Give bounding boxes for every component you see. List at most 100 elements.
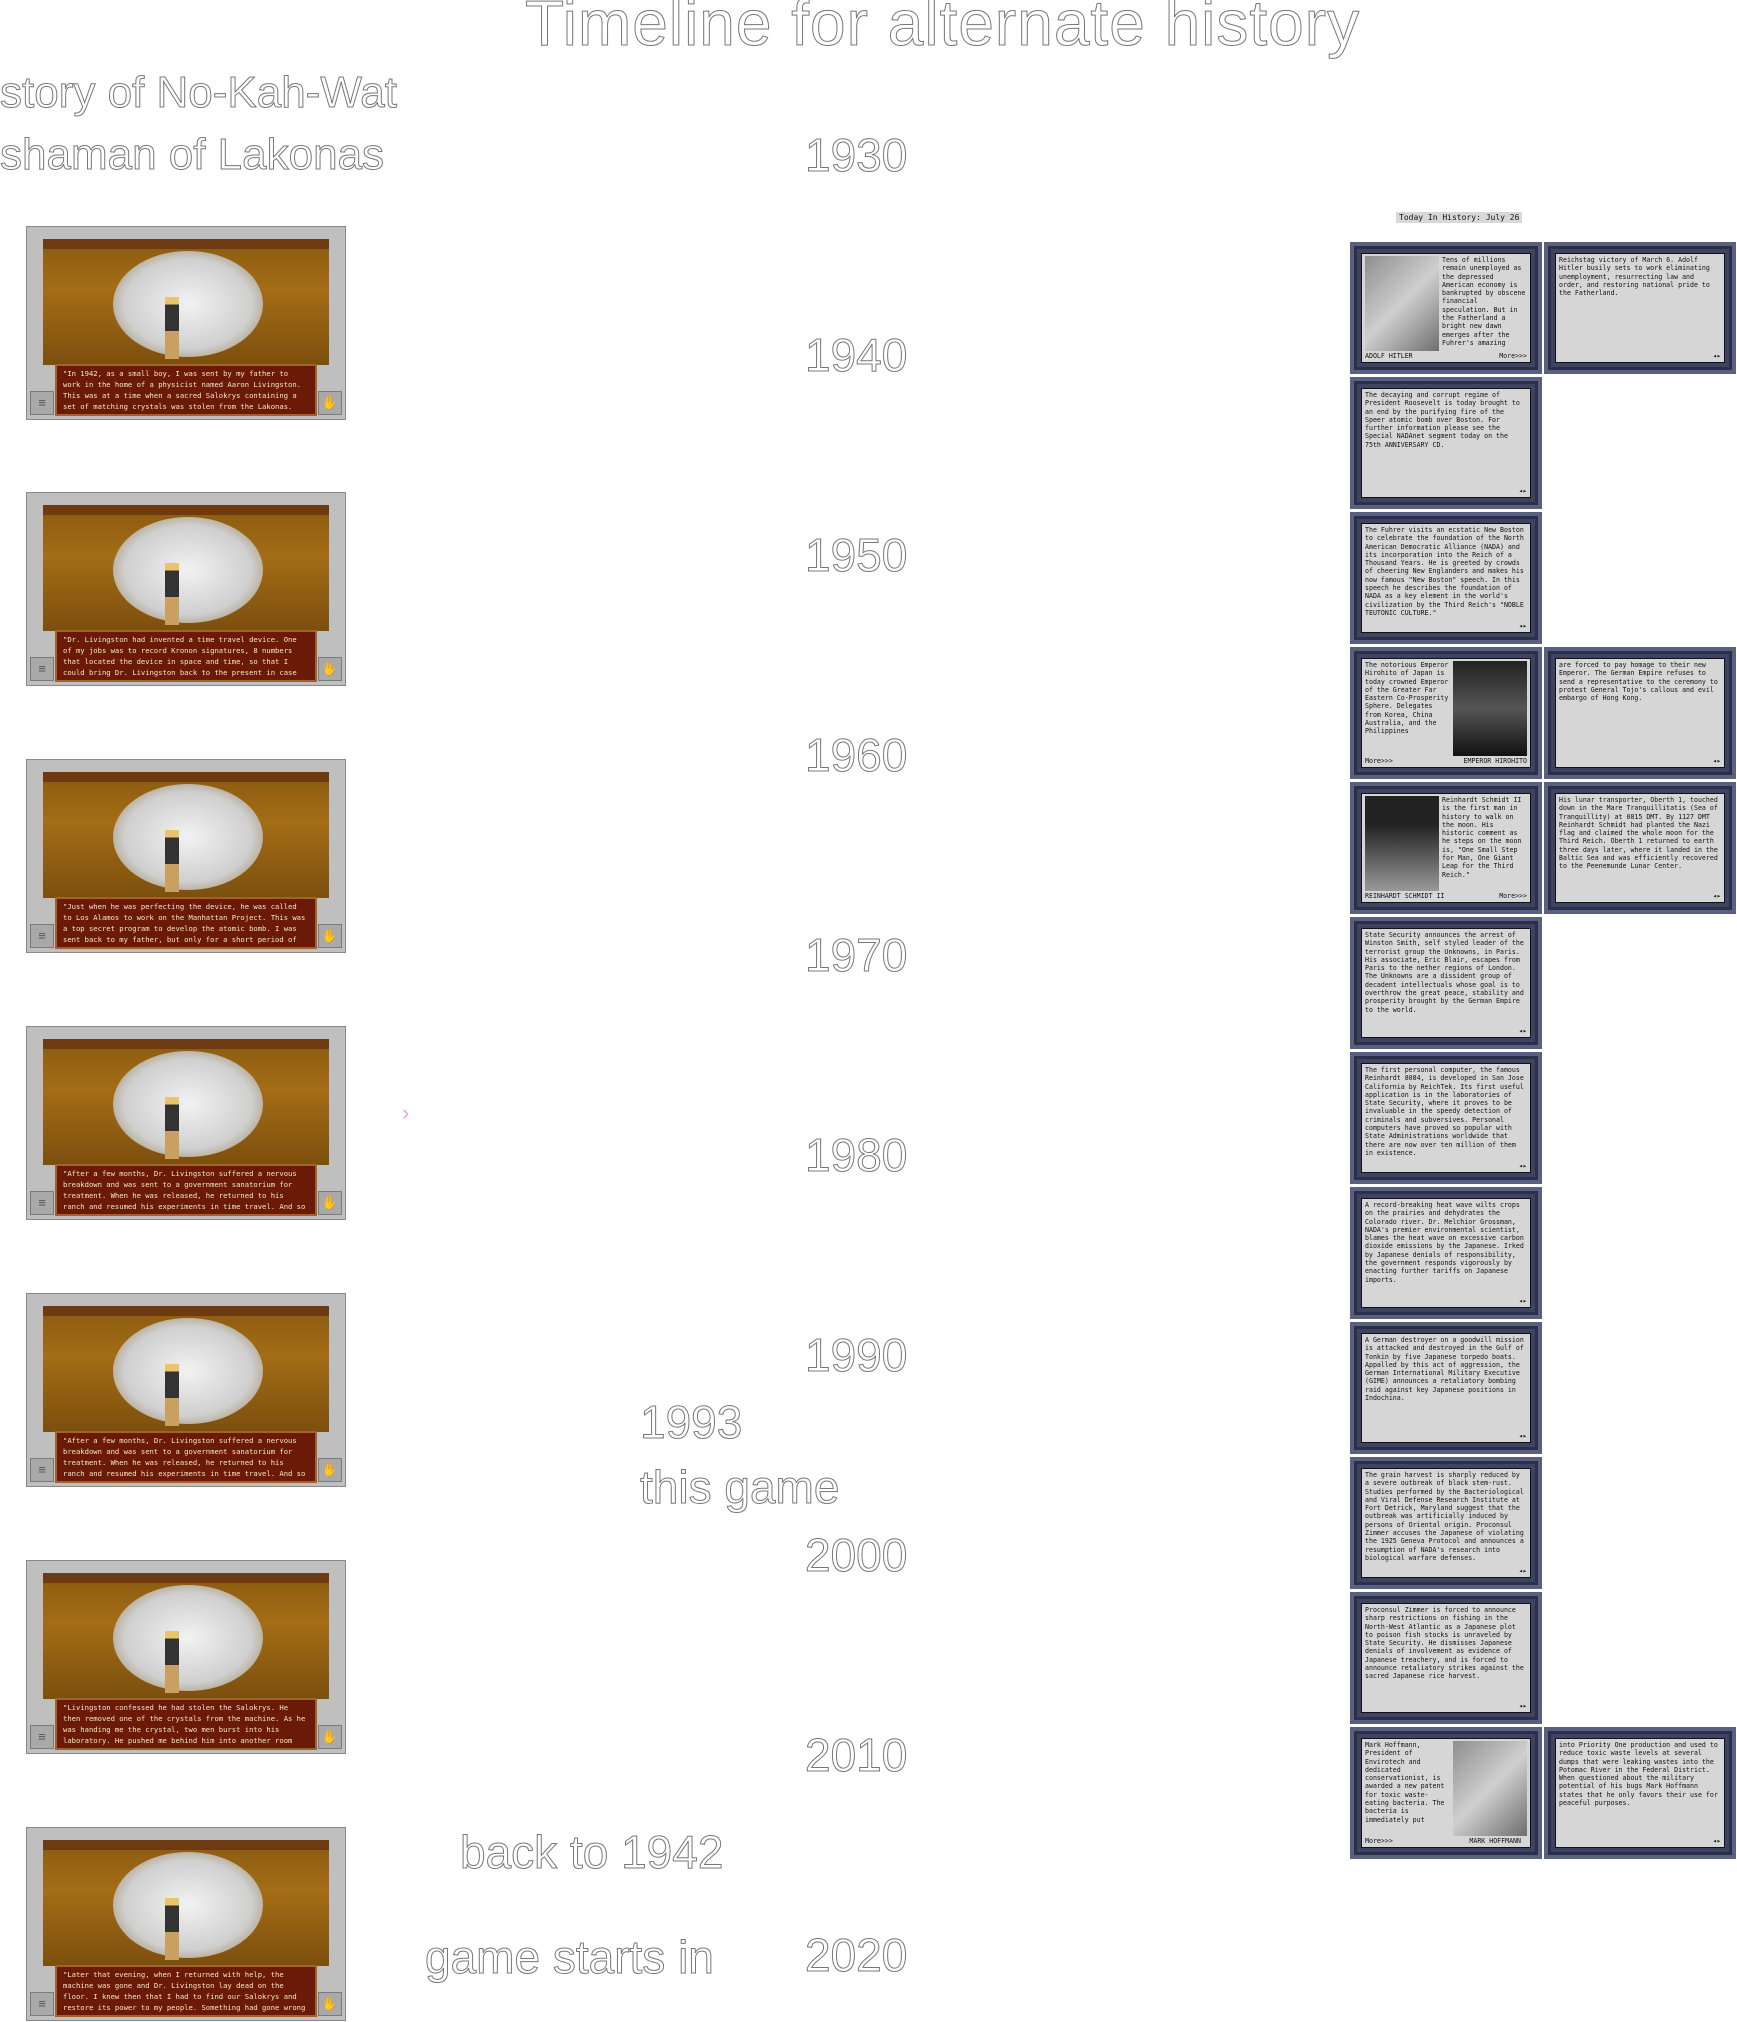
person-caption: REINHARDT SCHMIDT II: [1365, 892, 1445, 900]
today-in-history-label: Today In History: July 26: [1396, 212, 1523, 223]
panel-caption: "After a few months, Dr. Livingston suff…: [55, 1164, 317, 1216]
news-card: His lunar transporter, Oberth 1, touched…: [1544, 782, 1736, 914]
page-arrows-icon[interactable]: ◂▸: [1518, 1567, 1527, 1575]
game-panel: "Later that evening, when I returned wit…: [26, 1827, 346, 2021]
scene-image: [43, 1039, 329, 1165]
year-label: 1970: [804, 929, 908, 982]
news-card: are forced to pay homage to their new Em…: [1544, 647, 1736, 779]
year-label: 1960: [804, 729, 908, 782]
note-back-to-1942: back to 1942: [459, 1826, 724, 1879]
news-card: The first personal computer, the famous …: [1350, 1052, 1542, 1184]
page-arrows-icon[interactable]: ◂▸: [1712, 892, 1721, 900]
news-text: The Fuhrer visits an ecstatic New Boston…: [1365, 526, 1524, 617]
page-arrows-icon[interactable]: ◂▸: [1518, 1027, 1527, 1035]
news-card: Reichstag victory of March 6. Adolf Hitl…: [1544, 242, 1736, 374]
news-card: State Security announces the arrest of W…: [1350, 917, 1542, 1049]
news-card: The grain harvest is sharply reduced by …: [1350, 1457, 1542, 1589]
news-text: into Priority One production and used to…: [1559, 1741, 1718, 1808]
news-card: The notorious Emperor Hirohito of Japan …: [1350, 647, 1542, 779]
page-arrows-icon[interactable]: ◂▸: [1712, 352, 1721, 360]
news-text: Tens of millions remain unemployed as th…: [1442, 256, 1526, 347]
news-text: The notorious Emperor Hirohito of Japan …: [1365, 661, 1449, 736]
portrait-image: [1453, 661, 1527, 756]
page-arrows-icon[interactable]: ◂▸: [1712, 1837, 1721, 1845]
news-card: Proconsul Zimmer is forced to announce s…: [1350, 1592, 1542, 1724]
hand-icon[interactable]: ✋: [318, 657, 342, 681]
news-card: A record-breaking heat wave wilts crops …: [1350, 1187, 1542, 1319]
more-link[interactable]: More>>>: [1365, 1837, 1393, 1845]
page-arrows-icon[interactable]: ◂▸: [1518, 1297, 1527, 1305]
news-text: Proconsul Zimmer is forced to announce s…: [1365, 1606, 1524, 1681]
portrait-image: [1365, 256, 1439, 351]
scene-image: [43, 1306, 329, 1432]
hand-icon[interactable]: ✋: [318, 1992, 342, 2016]
story-label: story of No-Kah-Wat: [0, 68, 397, 118]
news-text: The first personal computer, the famous …: [1365, 1066, 1524, 1157]
portrait-image: [1453, 1741, 1527, 1836]
page-arrows-icon[interactable]: ◂▸: [1712, 757, 1721, 765]
page-arrows-icon[interactable]: ◂▸: [1518, 487, 1527, 495]
game-panel: "Livingston confessed he had stolen the …: [26, 1560, 346, 1754]
note-this-game: this game: [639, 1461, 840, 1514]
page-title: Timeline for alternate history: [524, 0, 1361, 60]
year-label: 2010: [804, 1729, 908, 1782]
sliders-icon[interactable]: ≡: [30, 924, 54, 948]
sliders-icon[interactable]: ≡: [30, 1191, 54, 1215]
panel-caption: "Just when he was perfecting the device,…: [55, 897, 317, 949]
news-text: Reichstag victory of March 6. Adolf Hitl…: [1559, 256, 1710, 298]
sliders-icon[interactable]: ≡: [30, 391, 54, 415]
scene-image: [43, 505, 329, 631]
news-text: Mark Hoffmann, President of Envirotech a…: [1365, 1741, 1445, 1824]
sliders-icon[interactable]: ≡: [30, 1458, 54, 1482]
game-panel: "Just when he was perfecting the device,…: [26, 759, 346, 953]
sliders-icon[interactable]: ≡: [30, 1992, 54, 2016]
hand-icon[interactable]: ✋: [318, 1191, 342, 1215]
panel-caption: "Later that evening, when I returned wit…: [55, 1965, 317, 2017]
panel-caption: "After a few months, Dr. Livingston suff…: [55, 1431, 317, 1483]
game-panel: "Dr. Livingston had invented a time trav…: [26, 492, 346, 686]
year-label: 1930: [804, 129, 908, 182]
person-caption: EMPEROR HIROHITO: [1463, 757, 1527, 765]
more-link[interactable]: More>>>: [1499, 352, 1527, 360]
scene-image: [43, 1573, 329, 1699]
year-label: 1940: [804, 329, 908, 382]
news-text: are forced to pay homage to their new Em…: [1559, 661, 1718, 703]
news-text: The decaying and corrupt regime of Presi…: [1365, 391, 1520, 449]
news-card: Tens of millions remain unemployed as th…: [1350, 242, 1542, 374]
note-game-starts-in: game starts in: [425, 1931, 715, 1984]
news-text: Reinhardt Schmidt II is the first man in…: [1442, 796, 1522, 879]
panel-caption: "Livingston confessed he had stolen the …: [55, 1698, 317, 1750]
hand-icon[interactable]: ✋: [318, 391, 342, 415]
hand-icon[interactable]: ✋: [318, 1458, 342, 1482]
page-arrows-icon[interactable]: ◂▸: [1518, 622, 1527, 630]
panel-caption: "Dr. Livingston had invented a time trav…: [55, 630, 317, 682]
sliders-icon[interactable]: ≡: [30, 1725, 54, 1749]
scene-image: [43, 772, 329, 898]
news-card: A German destroyer on a goodwill mission…: [1350, 1322, 1542, 1454]
news-text: His lunar transporter, Oberth 1, touched…: [1559, 796, 1718, 871]
page-arrows-icon[interactable]: ◂▸: [1518, 1432, 1527, 1440]
year-label: 1990: [804, 1329, 908, 1382]
hand-icon[interactable]: ✋: [318, 924, 342, 948]
page-arrows-icon[interactable]: ◂▸: [1518, 1162, 1527, 1170]
more-link[interactable]: More>>>: [1499, 892, 1527, 900]
person-caption: ADOLF HITLER: [1365, 352, 1413, 360]
news-card: The decaying and corrupt regime of Presi…: [1350, 377, 1542, 509]
panel-caption: "In 1942, as a small boy, I was sent by …: [55, 364, 317, 416]
year-label: 1980: [804, 1129, 908, 1182]
year-label: 2020: [804, 1929, 908, 1982]
more-link[interactable]: More>>>: [1365, 757, 1393, 765]
news-text: A record-breaking heat wave wilts crops …: [1365, 1201, 1524, 1284]
scene-image: [43, 239, 329, 365]
game-panel: "After a few months, Dr. Livingston suff…: [26, 1293, 346, 1487]
page-arrows-icon[interactable]: ◂▸: [1518, 1702, 1527, 1710]
hand-icon[interactable]: ✋: [318, 1725, 342, 1749]
year-label: 2000: [804, 1529, 908, 1582]
game-panel: "In 1942, as a small boy, I was sent by …: [26, 226, 346, 420]
arrow-mark-icon: ›: [402, 1100, 410, 1125]
person-caption: MARK HOFFMANN: [1469, 1837, 1521, 1845]
sliders-icon[interactable]: ≡: [30, 657, 54, 681]
news-card: Reinhardt Schmidt II is the first man in…: [1350, 782, 1542, 914]
year-label: 1950: [804, 529, 908, 582]
moon-landing-image: [1365, 796, 1439, 891]
